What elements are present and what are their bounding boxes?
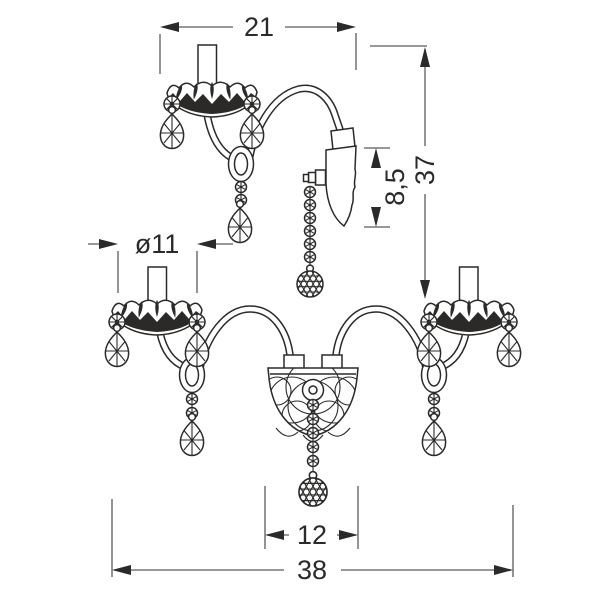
chain-bead-icon — [234, 180, 248, 194]
switch-knob — [307, 171, 317, 184]
chain-bead-icon — [303, 250, 317, 264]
dimension-arrow-right-icon — [494, 565, 513, 575]
chain-bead-icon — [303, 185, 317, 199]
center-pendant-chain — [298, 398, 327, 509]
dimension-arrow-up-icon — [420, 47, 430, 67]
dimension-top-width: 21 — [159, 12, 357, 74]
dimension-arrow-down-icon — [420, 280, 430, 299]
dimension-arrow-left-icon — [265, 530, 284, 540]
chain-bead-icon — [185, 392, 199, 406]
switch-knob — [302, 173, 310, 183]
arm-connector — [283, 354, 305, 370]
dimension-label-bracket-height: 8,5 — [380, 168, 410, 206]
dimension-arrow-right-icon — [339, 530, 358, 540]
chain-bead-icon — [306, 426, 320, 440]
bracket-body — [325, 145, 357, 228]
dimension-label-top-width: 21 — [244, 12, 274, 42]
dimension-arrow-left-icon — [112, 565, 131, 575]
crystal-pendant — [179, 392, 205, 457]
chain-bead-icon — [306, 412, 320, 426]
dimension-arrow-right-icon — [337, 22, 356, 32]
chain-bead-icon — [306, 440, 320, 454]
dimension-bracket-height: 8,5 — [364, 147, 410, 228]
wall-bracket — [302, 127, 357, 228]
dimension-label-total-width: 38 — [297, 555, 327, 585]
arm-connector — [321, 354, 343, 370]
dimension-label-cup-diameter: ø11 — [135, 229, 180, 259]
switch-knob — [314, 169, 327, 186]
chain-bead-icon — [306, 454, 320, 468]
dimension-arrow-left-icon — [197, 239, 216, 249]
chain-bead-icon — [306, 398, 320, 412]
chain-bead-icon — [303, 237, 317, 251]
chain-bead-icon — [427, 392, 441, 406]
dimension-arrow-left-icon — [160, 22, 179, 32]
pull-chain — [297, 185, 324, 299]
glass-ring — [227, 145, 255, 183]
dimension-body-width: 12 — [264, 486, 359, 550]
dimension-arrow-down-icon — [371, 207, 381, 227]
dimension-total-height: 37 — [370, 45, 440, 299]
chain-bead-icon — [303, 211, 317, 225]
crystal-pendant — [421, 392, 447, 457]
single-arm-view — [159, 44, 357, 299]
crystal-pendant — [227, 180, 253, 244]
dimension-label-total-height: 37 — [410, 155, 440, 185]
double-arm-view — [104, 266, 522, 509]
chain-bead-icon — [303, 224, 317, 238]
dimension-total-width: 38 — [111, 499, 514, 585]
dimension-cup-diameter: ø11 — [88, 229, 233, 293]
dimension-label-body-width: 12 — [297, 520, 327, 550]
dimension-arrow-right-icon — [99, 239, 118, 249]
chain-bead-icon — [303, 198, 317, 212]
dimension-arrow-up-icon — [371, 148, 381, 168]
